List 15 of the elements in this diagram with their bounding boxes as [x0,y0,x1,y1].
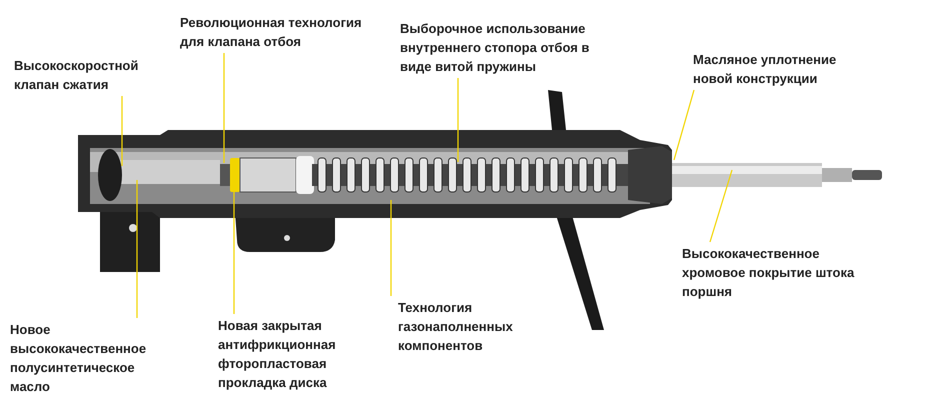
leader-line [457,78,459,162]
leader-line [709,170,733,242]
callout-text: Высокоскоростной клапан сжатия [14,56,164,94]
callout-text: Масляное уплотнение новой конструкции [693,50,868,88]
callout-text: Новое высококачественное полусинтетическое масло [10,320,175,396]
leader-line [223,53,225,163]
callout-text: Революционная технология для клапана отбоя [180,13,365,51]
callout-text: Технология газонаполненных компонентов [398,298,538,355]
leader-line [390,200,392,296]
leader-line [673,90,695,160]
callout-text: Выборочное использование внутреннего стопора отбоя в виде витой пружины [400,19,610,76]
callout-text: Новая закрытая антифрикционная фторопластовая прокладка диска [218,316,368,392]
leader-line [136,180,138,318]
callout-text: Высококачественное хромовое покрытие штока поршня [682,244,857,301]
leader-line [121,96,123,166]
